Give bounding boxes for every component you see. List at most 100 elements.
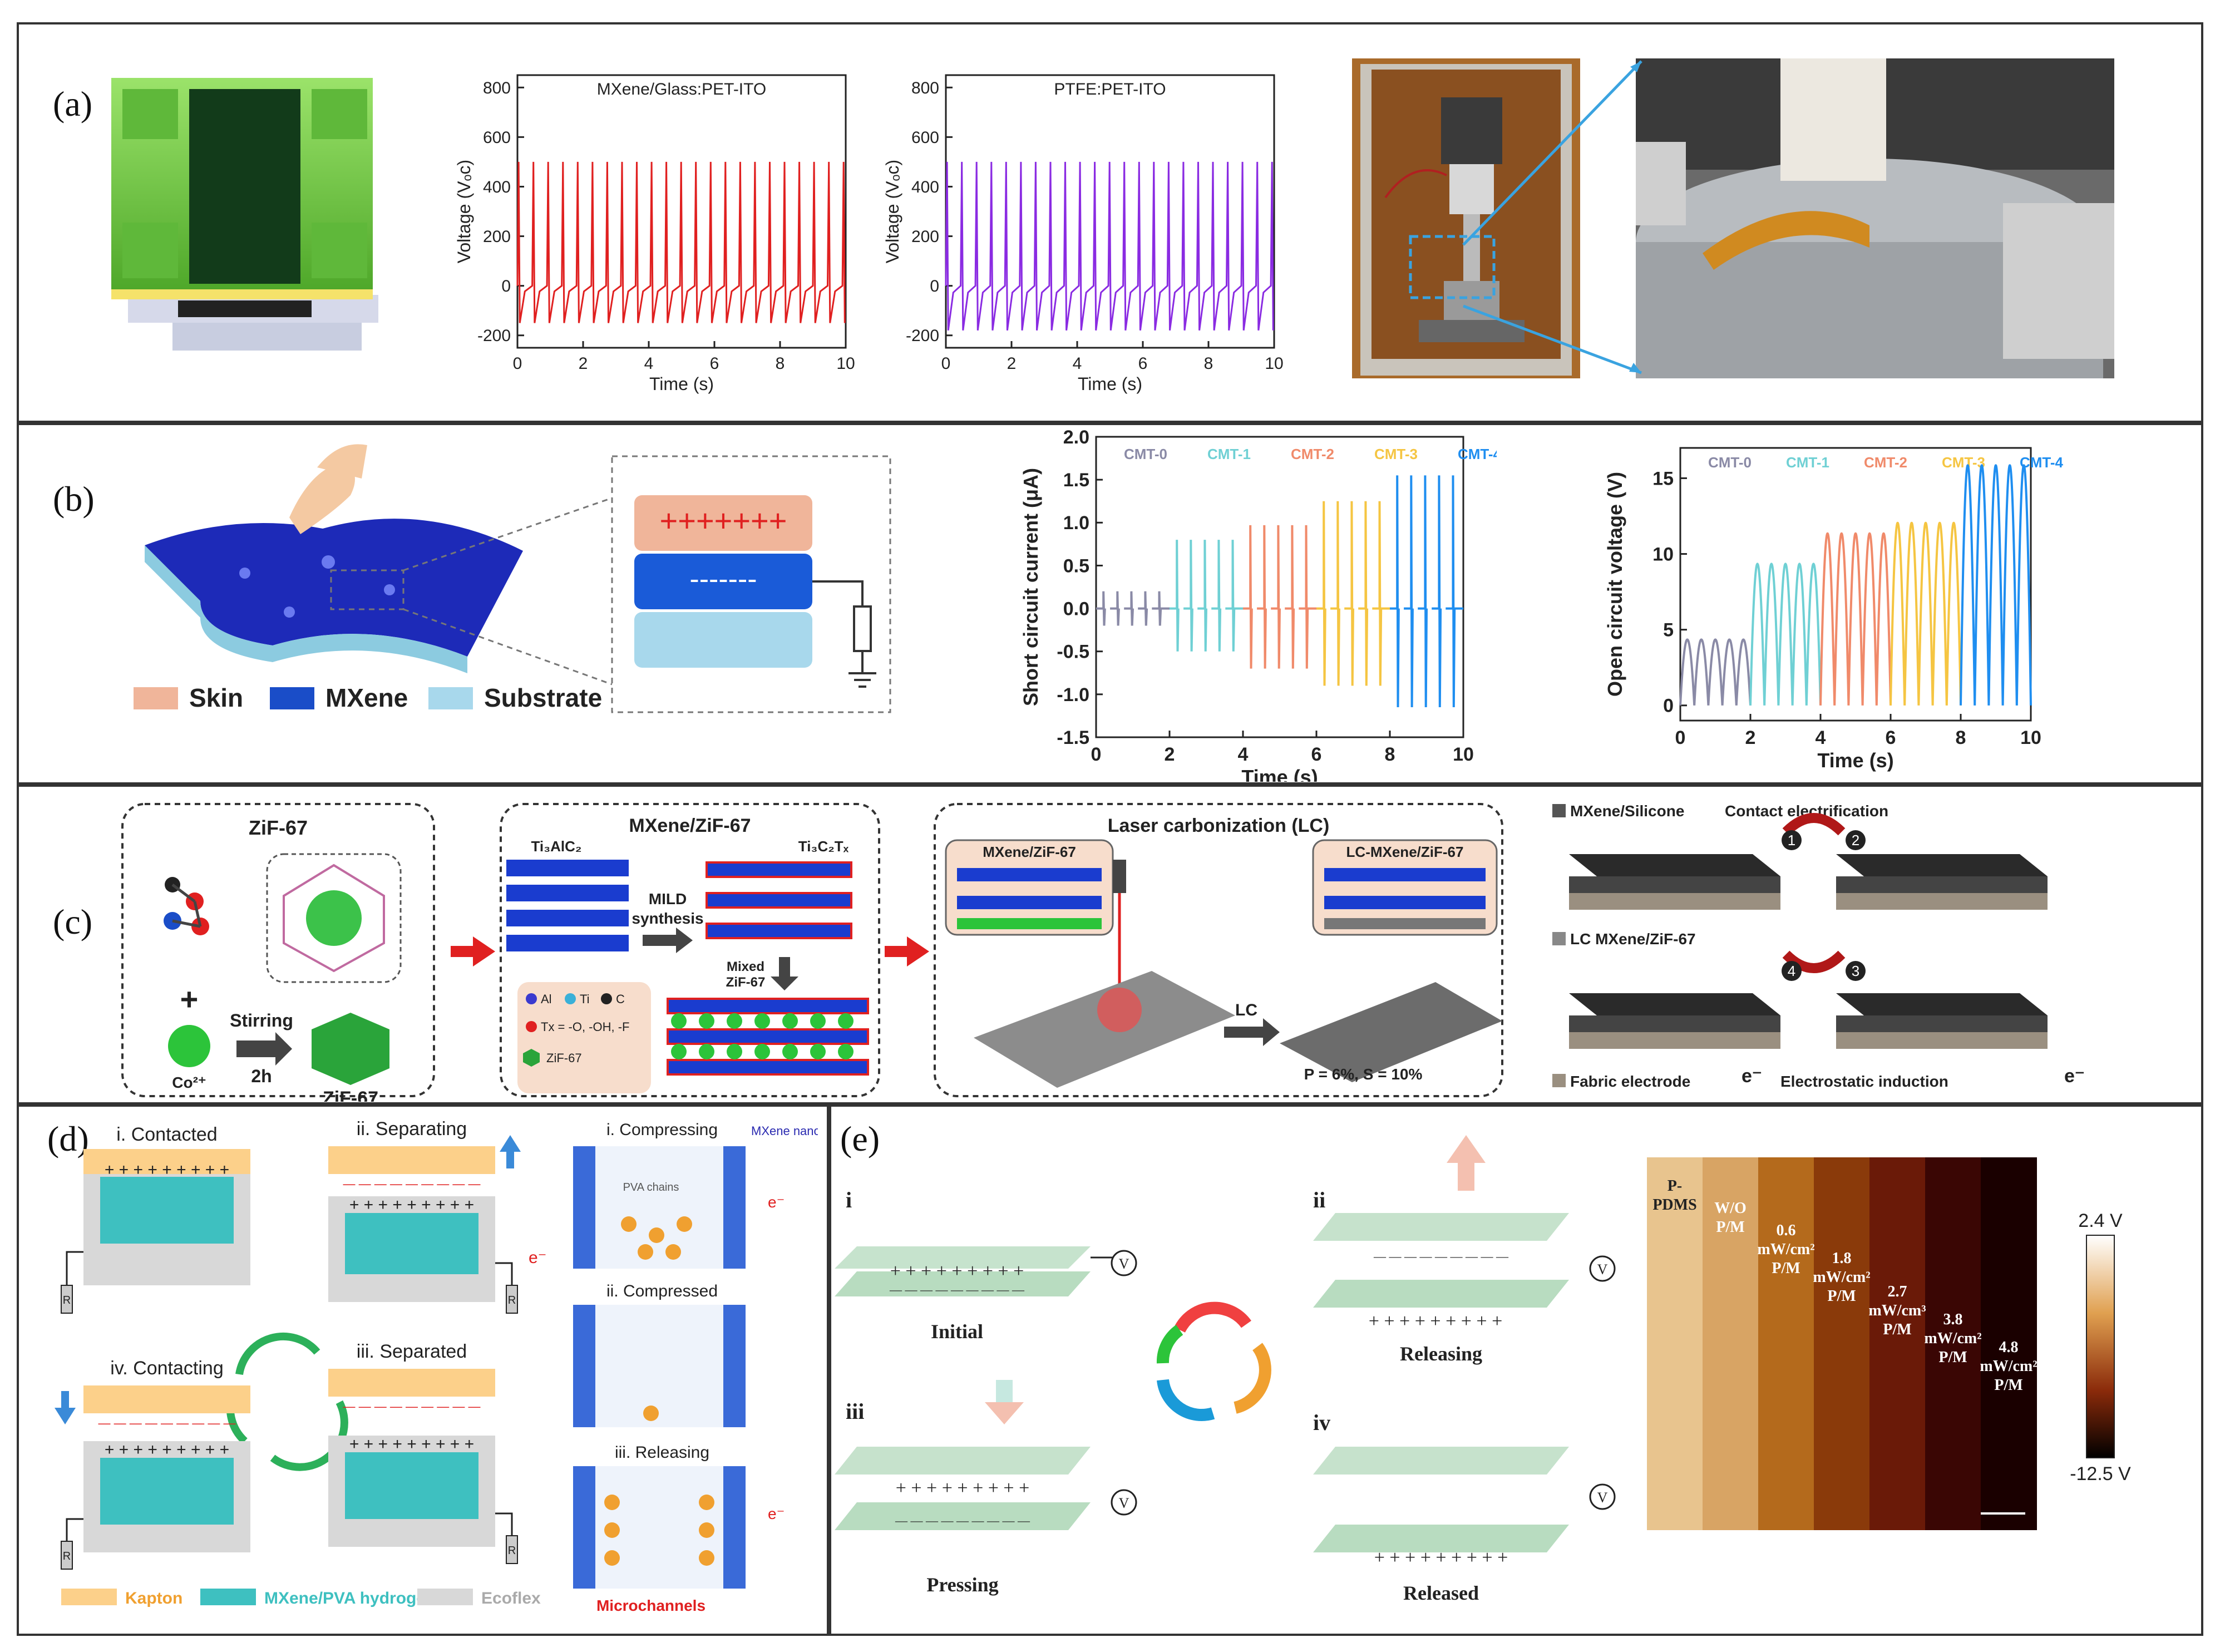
laser-carbonization-title: Laser carbonization (LC) xyxy=(1108,815,1330,836)
lc-mxene-zif-label: LC MXene/ZiF-67 xyxy=(1570,930,1696,948)
contacting-minus: — — — — — — — — — xyxy=(98,1416,236,1430)
y-tick-label: 5 xyxy=(1663,620,1674,641)
compressing-label: i. Compressing xyxy=(606,1121,718,1139)
mxene-silicone-label: MXene/Silicone xyxy=(1570,802,1684,820)
y-tick-label: -200 xyxy=(906,327,939,345)
legend-cmt-1: CMT-1 xyxy=(1786,454,1829,471)
mild-label: MILD xyxy=(649,890,687,908)
mixed-zif-label: ZiF-67 xyxy=(726,975,766,990)
separated-label: iii. Separated xyxy=(357,1341,467,1362)
compressing-electron: e⁻ xyxy=(768,1194,785,1211)
heatmap-band xyxy=(1703,1157,1759,1530)
heatmap-label: mW/cm² xyxy=(1813,1269,1870,1286)
pressing-minus: — — — — — — — — — xyxy=(895,1513,1030,1527)
heatmap-label: P/M xyxy=(1716,1219,1744,1236)
legend-cmt-2: CMT-2 xyxy=(1291,446,1334,462)
initial-voltmeter: V xyxy=(1119,1256,1129,1272)
panel-e-label: (e) xyxy=(840,1119,880,1158)
heatmap-label: W/O xyxy=(1714,1200,1747,1217)
contacted-plus: + + + + + + + + + xyxy=(105,1161,229,1179)
fabric-electrode-label: Fabric electrode xyxy=(1570,1073,1690,1090)
released-plus: + + + + + + + + + xyxy=(1374,1547,1508,1568)
resistor-3: R xyxy=(63,1550,71,1562)
x-tick-label: 6 xyxy=(1311,744,1322,765)
mxene-zif-stack xyxy=(667,998,869,1076)
step-2: 2 xyxy=(1852,832,1859,849)
current-series-line xyxy=(1316,501,1390,686)
legend-cmt-1: CMT-1 xyxy=(1207,446,1251,462)
x-tick-label: 0 xyxy=(1091,744,1102,765)
lc-left-label: MXene/ZiF-67 xyxy=(983,844,1076,860)
separating-plus: + + + + + + + + + xyxy=(349,1196,474,1214)
panel-d-label: (d) xyxy=(47,1119,89,1158)
heatmap-label: PDMS xyxy=(1652,1196,1696,1214)
skin-contact-illustration: +++++++ ------- Skin MXene Substrate xyxy=(134,444,891,713)
pva-label: PVA chains xyxy=(623,1181,679,1194)
releasing-minus-top: — — — — — — — — — xyxy=(1373,1249,1509,1263)
film-teng-cycle: i + + + + + + + + + — — — — — — — — — V … xyxy=(835,1135,1616,1604)
y-tick-label: 2.0 xyxy=(1063,427,1089,448)
y-tick-label: 0.0 xyxy=(1063,598,1089,619)
voltage-series-line xyxy=(1960,464,2032,706)
y-axis-label: Voltage (Vₒc) xyxy=(882,160,902,263)
heatmap-band xyxy=(1647,1157,1703,1530)
stirring-label: Stirring xyxy=(230,1010,293,1030)
nanosheets-label: MXene nanosheets xyxy=(751,1124,818,1138)
y-axis-label: Voltage (Vₒc) xyxy=(454,160,474,263)
contact-electrification-diagram: MXene/Silicone Contact electrification 1… xyxy=(1552,802,2085,1090)
heatmap-label: 4.8 xyxy=(1999,1339,2019,1356)
y-tick-label: 0 xyxy=(930,277,939,295)
released-voltmeter: V xyxy=(1597,1490,1608,1506)
y-tick-label: -0.5 xyxy=(1057,642,1089,663)
heatmap-label: P/M xyxy=(1938,1349,1967,1366)
heatmap-label: P/M xyxy=(1772,1260,1800,1277)
contacting-plus: + + + + + + + + + xyxy=(105,1441,229,1459)
ti3alc2-label: Ti₃AlC₂ xyxy=(531,838,582,855)
x-tick-label: 10 xyxy=(1265,354,1283,373)
heatmap-label: mW/cm² xyxy=(1757,1241,1814,1258)
x-tick-label: 2 xyxy=(1165,744,1175,765)
pressing-plus: + + + + + + + + + xyxy=(896,1478,1030,1498)
key-zif: ZiF-67 xyxy=(546,1051,582,1065)
x-tick-label: 0 xyxy=(513,354,522,373)
y-tick-label: 1.0 xyxy=(1063,512,1089,534)
y-tick-label: 600 xyxy=(911,129,939,147)
heatmap-label: P/M xyxy=(1827,1288,1856,1305)
x-tick-label: 4 xyxy=(1816,727,1826,748)
mxene-zif67-title: MXene/ZiF-67 xyxy=(629,815,751,836)
microchannels-label: Microchannels xyxy=(596,1597,706,1614)
current-series-line xyxy=(1243,525,1316,669)
key-al: Al xyxy=(541,992,552,1006)
lc-right-label: LC-MXene/ZiF-67 xyxy=(1346,844,1464,860)
releasing-plus: + + + + + + + + + xyxy=(1369,1311,1503,1332)
heatmap-band xyxy=(1814,1157,1870,1530)
x-tick-label: 2 xyxy=(1007,354,1017,373)
x-tick-label: 6 xyxy=(1138,354,1148,373)
heatmap-label: mW/cm² xyxy=(1924,1330,1981,1347)
x-tick-label: 0 xyxy=(941,354,951,373)
voltage-series-line xyxy=(945,161,1274,331)
releasing-label: iii. Releasing xyxy=(615,1443,709,1462)
device-illustration xyxy=(111,78,378,351)
separating-minus: — — — — — — — — — xyxy=(343,1177,481,1191)
x-tick-label: 6 xyxy=(1886,727,1896,748)
initial-minus: — — — — — — — — — xyxy=(889,1283,1025,1296)
x-axis-label: Time (s) xyxy=(1817,749,1893,772)
voltage-series-line xyxy=(1890,521,1962,706)
x-tick-label: 8 xyxy=(1204,354,1213,373)
heatmap-band xyxy=(1869,1157,1926,1530)
legend-hydrogel: MXene/PVA hydrogel xyxy=(264,1589,430,1607)
zif67-title: ZiF-67 xyxy=(249,816,308,839)
voltage-series-line xyxy=(1679,638,1752,706)
x-tick-label: 4 xyxy=(1238,744,1249,765)
cobalt-ion: Co²⁺ xyxy=(172,1074,206,1091)
x-tick-label: 8 xyxy=(1956,727,1966,748)
y-tick-label: 0 xyxy=(501,277,511,295)
zoom-connector xyxy=(1462,60,1642,374)
step-1: 1 xyxy=(1788,832,1795,849)
y-tick-label: 0 xyxy=(1663,696,1674,717)
microchannel-diagram: i. Compressing MXene nanosheets PVA chai… xyxy=(573,1121,818,1614)
y-tick-label: 800 xyxy=(911,79,939,97)
